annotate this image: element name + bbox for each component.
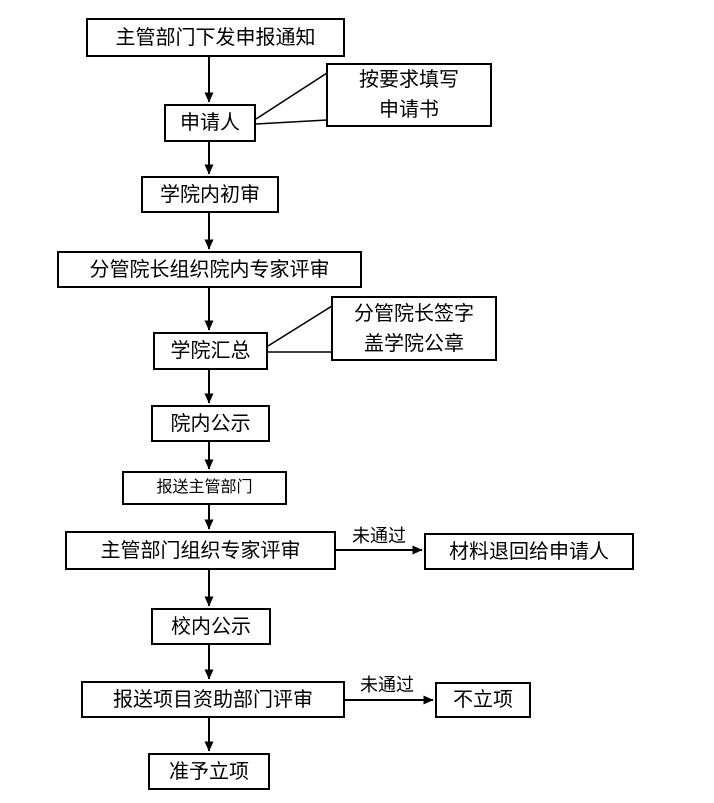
node-submit-dept: 报送主管部门	[122, 471, 287, 505]
node-college-publicity: 院内公示	[151, 405, 270, 442]
edge-label-fail-not-approved: 未通过	[360, 675, 414, 695]
callout-dean-sign: 分管院长签字 盖学院公章	[331, 296, 497, 361]
node-college-initial-review: 学院内初审	[141, 176, 279, 213]
callout-fill-application: 按要求填写 申请书	[326, 63, 492, 127]
node-dept-expert-review: 主管部门组织专家评审	[65, 531, 336, 570]
node-return-materials: 材料退回给申请人	[424, 533, 634, 570]
callout-fill-application-line1: 按要求填写	[359, 69, 459, 91]
node-approved: 准予立项	[148, 753, 270, 790]
node-submit-funding-review: 报送项目资助部门评审	[81, 681, 345, 718]
edge-label-fail-return: 未通过	[352, 526, 406, 546]
callout-fill-application-line2: 申请书	[379, 99, 439, 121]
node-dean-expert-review: 分管院长组织院内专家评审	[57, 251, 362, 288]
node-not-approved: 不立项	[435, 682, 531, 718]
callout-dean-sign-line1: 分管院长签字	[354, 302, 474, 325]
node-notice: 主管部门下发申报通知	[86, 18, 345, 57]
node-applicant: 申请人	[164, 104, 256, 142]
node-campus-publicity: 校内公示	[151, 608, 271, 645]
callout-dean-sign-line2: 盖学院公章	[364, 332, 464, 355]
node-college-summary: 学院汇总	[153, 332, 268, 370]
callout-line-applicant-upper	[255, 72, 328, 120]
callout-line-applicant-lower	[255, 119, 328, 125]
callout-line-summary-upper	[267, 305, 333, 347]
